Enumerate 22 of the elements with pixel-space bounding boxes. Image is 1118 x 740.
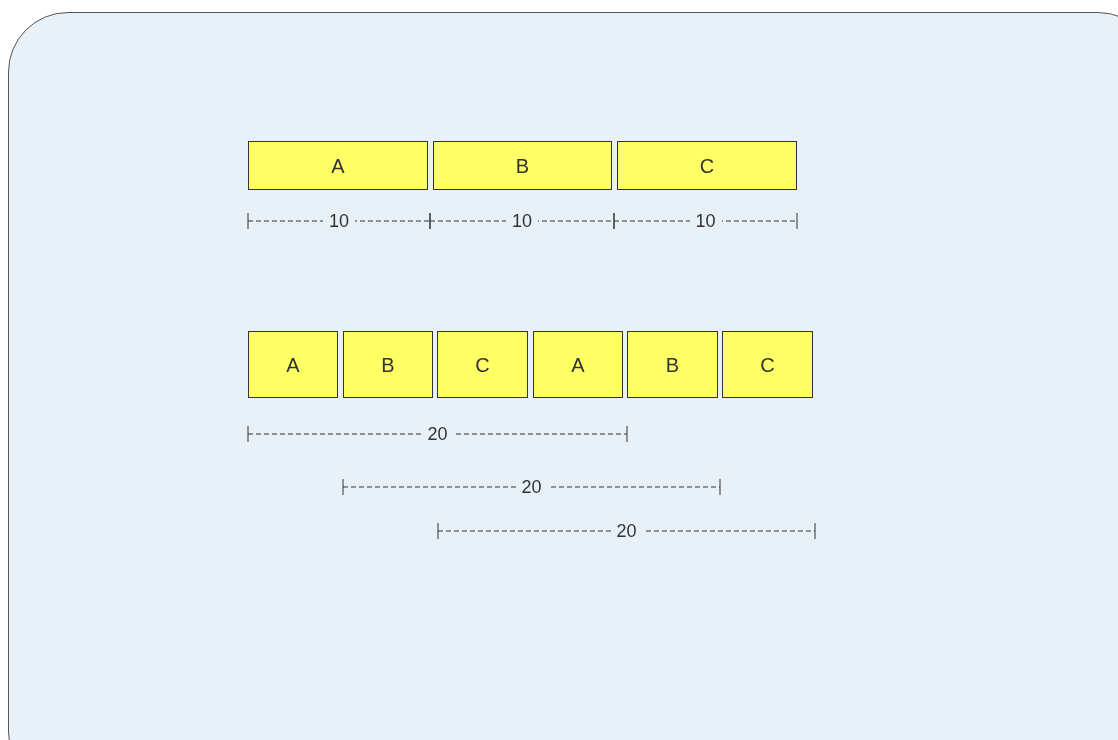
segment-label: B: [381, 352, 395, 378]
segment-label: A: [286, 352, 300, 378]
segment-label: C: [760, 352, 775, 378]
dimension-label: 10: [506, 212, 538, 230]
segment-label: A: [331, 153, 345, 179]
segment-label: A: [571, 352, 585, 378]
segment-label: C: [475, 352, 490, 378]
dimension-label: 10: [323, 212, 355, 230]
segment-label: B: [515, 153, 530, 179]
dimension-label: 20: [421, 425, 454, 443]
segment-box: [617, 141, 797, 190]
segment-box: [627, 331, 718, 398]
dimension-label: 10: [689, 212, 722, 230]
segment-box: [343, 331, 433, 398]
segment-box: [248, 141, 428, 190]
segment-label: B: [665, 352, 680, 378]
segment-box: [437, 331, 528, 398]
segment-box: [433, 141, 612, 190]
segment-box: [248, 331, 338, 398]
segment-label: C: [699, 153, 715, 179]
segment-box: [722, 331, 813, 398]
segment-box: [533, 331, 623, 398]
